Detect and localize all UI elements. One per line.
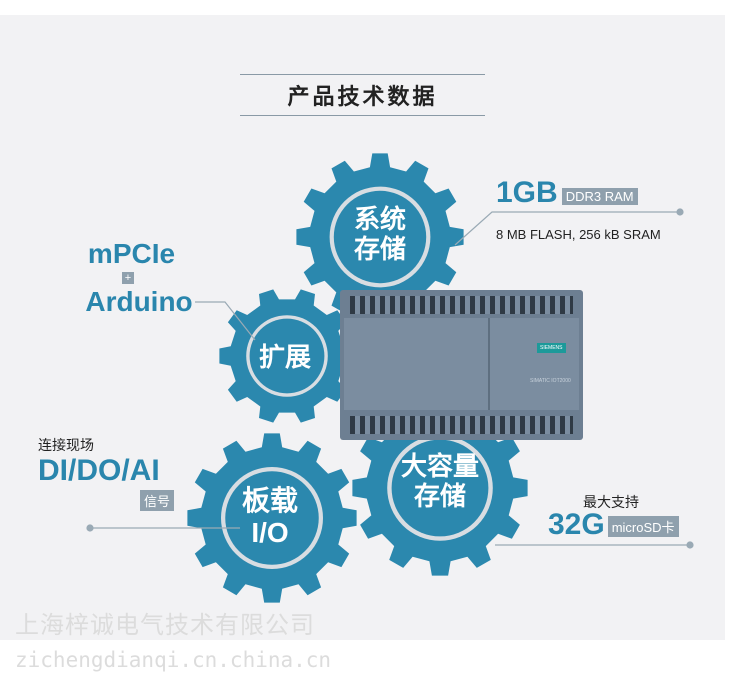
memory-leader-dot bbox=[676, 208, 684, 216]
gear-label-storage: 大容量存储 bbox=[400, 451, 479, 511]
gear-label-memory: 系统存储 bbox=[353, 204, 406, 264]
top-terminals bbox=[350, 296, 573, 314]
io-tag: 信号 bbox=[140, 490, 175, 511]
device-model: SIMATIC IOT2000 bbox=[530, 378, 571, 384]
gear-label-expansion: 扩展 bbox=[258, 342, 311, 372]
brand-logo: SIEMENS bbox=[537, 343, 566, 353]
watermark-company: 上海梓诚电气技术有限公司 bbox=[15, 612, 315, 639]
bottom-terminals bbox=[350, 416, 573, 434]
page-title: 产品技术数据 bbox=[240, 74, 485, 116]
memory-leader-line bbox=[454, 211, 680, 246]
io-value: DI/DO/AI bbox=[38, 454, 160, 487]
watermark-url: zichengdianqi.cn.china.cn bbox=[15, 648, 332, 672]
memory-spec: 1GB DDR3 RAM bbox=[496, 178, 638, 208]
memory-detail: 8 MB FLASH, 256 kB SRAM bbox=[496, 227, 661, 242]
gear-io-hub bbox=[225, 471, 319, 565]
expansion-leader-line bbox=[195, 301, 256, 341]
gear-expansion-hub bbox=[249, 318, 325, 394]
expansion-spec: mPCIe + Arduino bbox=[85, 238, 193, 317]
gear-storage-hub bbox=[391, 439, 489, 537]
device-image: SIEMENS SIMATIC IOT2000 bbox=[340, 290, 583, 440]
storage-caption: 最大支持 bbox=[583, 494, 639, 510]
io-caption: 连接现场 bbox=[38, 437, 94, 453]
storage-spec: 32G microSD卡 bbox=[548, 510, 679, 540]
gear-memory-hub bbox=[333, 190, 427, 284]
